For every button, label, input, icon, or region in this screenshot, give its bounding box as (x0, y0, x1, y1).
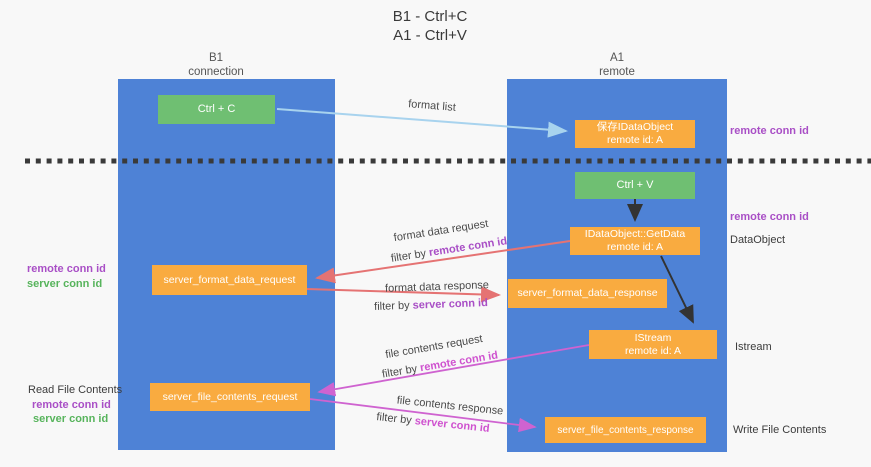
istream-box: IStream remote id: A (589, 330, 717, 359)
istream-line1: IStream (634, 331, 672, 344)
lane-a1-role: remote (599, 66, 635, 78)
title-line-copy: B1 - Ctrl+C (392, 8, 468, 25)
save-dataobject-line2: remote id: A (606, 134, 664, 146)
write-file-contents-label: Write File Contents (733, 424, 827, 436)
server-file-contents-request-label: server_file_contents_request (162, 390, 298, 403)
filter-by-prefix: filter by (375, 411, 416, 428)
format-list-flow-label: format list (407, 98, 457, 114)
lane-header-a1: A1 remote (599, 51, 635, 79)
server-conn-id-accent: server conn id (414, 415, 491, 435)
save-dataobject-box: 保存IDataObject remote id: A (575, 120, 695, 148)
filter-by-prefix: filter by (373, 299, 413, 313)
right-paste-remote-conn-id-label: remote conn id (730, 211, 809, 223)
lane-b1-name: B1 (208, 52, 224, 64)
left-file-server-conn-id-label: server conn id (33, 413, 109, 425)
left-format-remote-conn-id-label: remote conn id (27, 263, 106, 275)
getdata-line1: IDataObject::GetData (584, 228, 686, 240)
left-file-remote-conn-id-label: remote conn id (32, 399, 111, 411)
server-file-contents-response-label: server_file_contents_response (557, 424, 694, 436)
getdata-box: IDataObject::GetData remote id: A (570, 227, 700, 255)
ctrl-v-box: Ctrl + V (575, 172, 695, 199)
format-data-response-filter-label: filter by server conn id (374, 297, 488, 313)
ctrl-c-label: Ctrl + C (197, 103, 236, 115)
format-data-response-flow-label: format data response (384, 279, 490, 295)
istream-side-label: Istream (735, 341, 772, 353)
right-copy-remote-conn-id-label: remote conn id (730, 125, 809, 137)
lane-b1-role: connection (188, 66, 244, 78)
read-file-contents-label: Read File Contents (28, 384, 123, 396)
getdata-line2: remote id: A (606, 241, 664, 253)
server-format-data-response-box: server_format_data_response (508, 279, 667, 308)
lane-header-b1: B1 connection (188, 51, 244, 79)
title-line-paste: A1 - Ctrl+V (393, 27, 467, 44)
file-contents-response-filter-label: filter by server conn id (376, 411, 490, 435)
left-format-server-conn-id-label: server conn id (27, 278, 103, 290)
remote-conn-id-accent: remote conn id (428, 235, 508, 259)
save-dataobject-line1: 保存IDataObject (596, 121, 674, 133)
lane-a1-name: A1 (609, 52, 625, 64)
server-conn-id-accent: server conn id (412, 297, 489, 312)
server-file-contents-request-box: server_file_contents_request (150, 383, 310, 411)
server-file-contents-response-box: server_file_contents_response (545, 417, 706, 443)
ctrl-v-label: Ctrl + V (616, 179, 654, 191)
server-format-data-request-label: server_format_data_request (163, 273, 296, 286)
server-format-data-response-label: server_format_data_response (517, 287, 658, 299)
server-format-data-request-box: server_format_data_request (152, 265, 307, 295)
filter-by-prefix: filter by (381, 362, 422, 381)
ctrl-c-box: Ctrl + C (158, 95, 275, 124)
dataobject-label: DataObject (730, 234, 786, 246)
istream-line2: remote id: A (624, 344, 682, 357)
diagram-title: B1 - Ctrl+C A1 - Ctrl+V (393, 7, 468, 45)
filter-by-prefix: filter by (390, 247, 430, 265)
